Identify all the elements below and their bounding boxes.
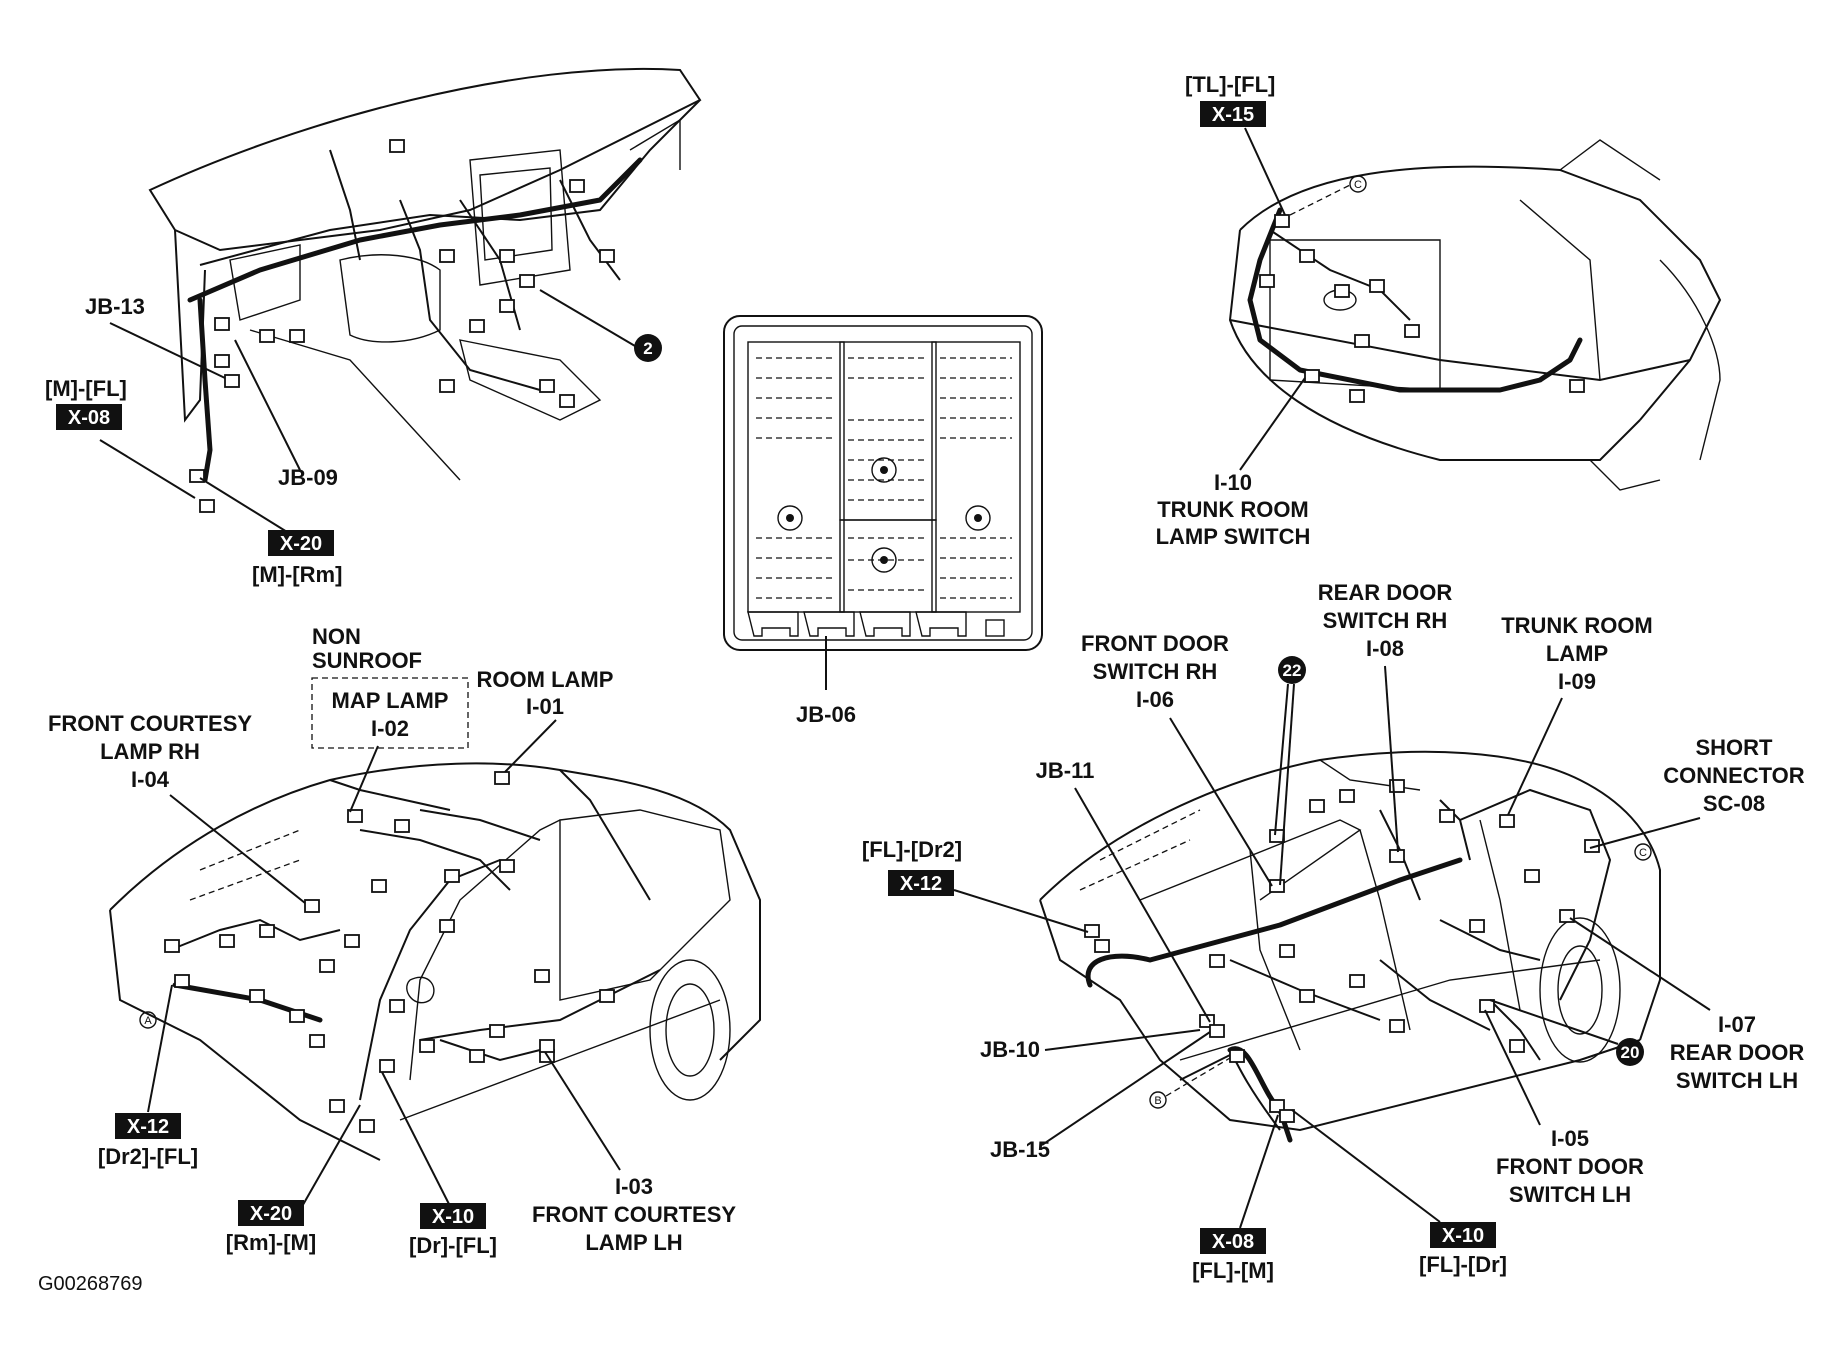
left-x10-location-label: [Dr]-[FL]	[409, 1233, 497, 1258]
figure-id: G00268769	[38, 1273, 143, 1295]
left-x12-connector-tag: X-12	[127, 1116, 169, 1138]
x20-location-label: [M]-[Rm]	[252, 562, 342, 587]
front-courtesy-rh-line2: LAMP RH	[100, 739, 200, 764]
trunk-room-lamp-line1: TRUNK ROOM	[1501, 613, 1653, 638]
front-courtesy-lh-code: I-03	[615, 1174, 653, 1199]
right-ref-marker-c: C	[1639, 847, 1647, 859]
right-x08-connector-tag: X-08	[1212, 1231, 1254, 1253]
front-door-switch-rh-line2: SWITCH RH	[1093, 659, 1218, 684]
left-x20-location-label: [Rm]-[M]	[226, 1230, 316, 1255]
front-door-switch-rh-code: I-06	[1136, 687, 1174, 712]
left-x12-location-label: [Dr2]-[FL]	[98, 1144, 198, 1169]
right-car-illustration: B C FRONT DOOR SWITCH RH I-06 22 REAR DO…	[862, 580, 1805, 1283]
jb13-label: JB-13	[85, 294, 145, 319]
x15-connector-tag: X-15	[1212, 104, 1254, 126]
right-x12-location-label: [FL]-[Dr2]	[862, 837, 962, 862]
room-lamp-code: I-01	[526, 694, 564, 719]
front-door-switch-lh-line1: FRONT DOOR	[1496, 1154, 1644, 1179]
right-x08-location-label: [FL]-[M]	[1192, 1258, 1274, 1283]
room-lamp-label: ROOM LAMP	[477, 667, 614, 692]
jb06-label: JB-06	[796, 702, 856, 727]
front-door-switch-lh-line2: SWITCH LH	[1509, 1182, 1631, 1207]
short-connector-code: SC-08	[1703, 791, 1765, 816]
trunk-room-lamp-line2: LAMP	[1546, 641, 1608, 666]
ground-point-20: 20	[1621, 1043, 1640, 1062]
dashboard-illustration: JB-13 [M]-[FL] X-08 JB-09 X-20 [M]-[Rm] …	[45, 67, 702, 587]
rear-door-switch-lh-code: I-07	[1718, 1012, 1756, 1037]
jb11-label: JB-11	[1036, 758, 1095, 783]
rear-door-switch-rh-code: I-08	[1366, 636, 1404, 661]
ground-point-2: 2	[643, 339, 652, 358]
rear-door-switch-rh-line1: REAR DOOR	[1318, 580, 1453, 605]
short-connector-line2: CONNECTOR	[1663, 763, 1804, 788]
jb10-label: JB-10	[980, 1037, 1040, 1062]
trunk-ref-marker-c: C	[1354, 179, 1362, 191]
junction-box-jb06: JB-06	[723, 315, 1043, 727]
i10-name-line1: TRUNK ROOM	[1157, 497, 1309, 522]
left-car-illustration: NON SUNROOF MAP LAMP I-02 ROOM LAMP I-01…	[48, 624, 761, 1258]
i10-code-label: I-10	[1214, 470, 1252, 495]
x08-location-label: [M]-[FL]	[45, 376, 127, 401]
left-x20-connector-tag: X-20	[250, 1203, 292, 1225]
map-lamp-code: I-02	[371, 716, 409, 741]
x15-location-label: [TL]-[FL]	[1185, 72, 1275, 97]
left-ref-marker-a: A	[144, 1015, 152, 1027]
non-sunroof-note-line2: SUNROOF	[312, 648, 422, 673]
i10-name-line2: LAMP SWITCH	[1156, 524, 1311, 549]
jb09-label: JB-09	[278, 465, 338, 490]
non-sunroof-note-line1: NON	[312, 624, 361, 649]
rear-door-switch-lh-line1: REAR DOOR	[1670, 1040, 1805, 1065]
front-door-switch-rh-line1: FRONT DOOR	[1081, 631, 1229, 656]
left-x10-connector-tag: X-10	[432, 1206, 474, 1228]
trunk-illustration: C [TL]-[FL] X-15 I-10 TRUNK ROOM LAMP SW…	[1156, 72, 1722, 549]
front-courtesy-rh-line1: FRONT COURTESY	[48, 711, 252, 736]
front-courtesy-lh-line1: FRONT COURTESY	[532, 1202, 736, 1227]
right-ref-marker-b: B	[1154, 1095, 1161, 1107]
rear-door-switch-lh-line2: SWITCH LH	[1676, 1068, 1798, 1093]
front-door-switch-lh-code: I-05	[1551, 1126, 1589, 1151]
x20-connector-tag: X-20	[280, 533, 322, 555]
right-x10-location-label: [FL]-[Dr]	[1419, 1252, 1507, 1277]
ground-point-22: 22	[1283, 661, 1302, 680]
x08-connector-tag: X-08	[68, 407, 110, 429]
front-courtesy-rh-code: I-04	[131, 767, 170, 792]
map-lamp-label: MAP LAMP	[332, 688, 449, 713]
right-x12-connector-tag: X-12	[900, 873, 942, 895]
short-connector-line1: SHORT	[1696, 735, 1774, 760]
right-x10-connector-tag: X-10	[1442, 1225, 1484, 1247]
front-courtesy-lh-line2: LAMP LH	[585, 1230, 682, 1255]
rear-door-switch-rh-line2: SWITCH RH	[1323, 608, 1448, 633]
trunk-room-lamp-code: I-09	[1558, 669, 1596, 694]
fuse-slots	[756, 357, 1012, 599]
jb15-label: JB-15	[990, 1137, 1050, 1162]
